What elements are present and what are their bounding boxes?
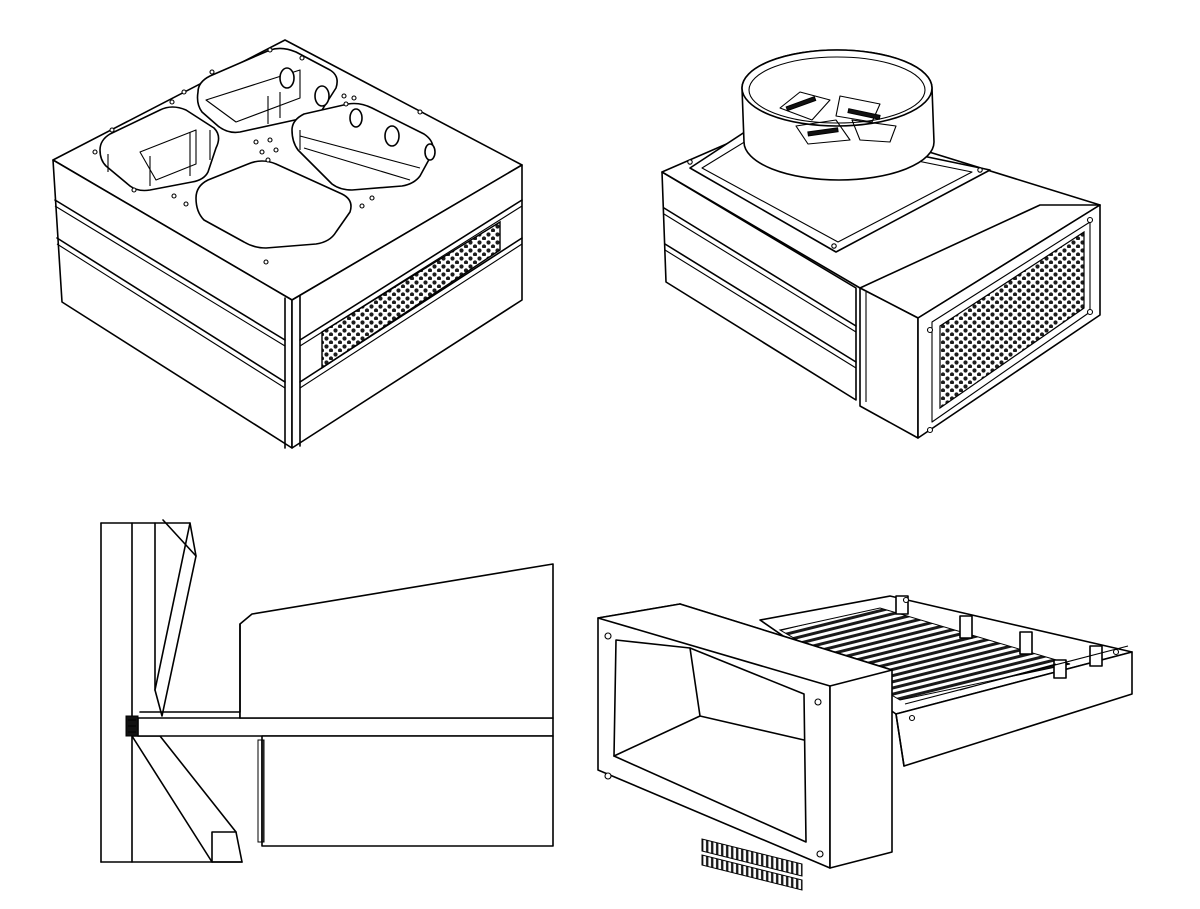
mounting-hole-icon	[604, 772, 612, 780]
view-bottom-left	[100, 519, 554, 863]
mounting-hole-icon	[902, 596, 910, 604]
port-hole	[349, 108, 363, 128]
layer-seam-upper	[54, 199, 523, 341]
chamber-inner-walls	[107, 130, 211, 186]
collar-inner-rim	[748, 56, 926, 124]
side-hex-grille-icon	[939, 230, 1085, 410]
view-top-left	[52, 39, 523, 449]
lower-panel	[261, 735, 554, 847]
frame-opening	[613, 639, 807, 843]
mounting-hole-icon	[604, 632, 612, 640]
housing-left-face	[661, 171, 857, 401]
mounting-hole-icon	[814, 698, 822, 706]
housing-layer-seams-b	[663, 213, 857, 369]
mounting-hole-icon	[831, 243, 837, 249]
collar-rim	[741, 49, 933, 127]
port-hole	[314, 85, 330, 107]
connector-strip-upper	[701, 838, 803, 877]
mounting-hole-icon	[92, 47, 423, 265]
upper-panel	[239, 563, 554, 719]
chamber-front	[195, 160, 352, 249]
housing-layer-seams	[663, 207, 857, 363]
chamber-right	[291, 102, 434, 191]
heat-fin-icon	[257, 739, 265, 843]
bracket-top-bevel	[162, 519, 197, 557]
port-hole	[424, 143, 436, 161]
mounting-hole-icon	[1112, 648, 1120, 656]
chamber-left	[99, 106, 220, 192]
back-inner-walls	[205, 69, 301, 124]
side-hex-grille-icon	[321, 220, 501, 370]
mounting-hole-icon	[1086, 308, 1094, 316]
tray-posts	[895, 595, 1103, 679]
angled-bracket-lower	[131, 735, 243, 863]
tray-corner	[895, 713, 905, 767]
mounting-hole-icon	[816, 850, 824, 858]
view-bottom-right	[597, 595, 1133, 891]
right-inner-walls	[299, 130, 421, 181]
frame-top-face	[597, 603, 893, 687]
angled-bracket-upper	[154, 522, 197, 717]
tray-inner-rail	[904, 645, 1129, 705]
mounting-hole-icon	[926, 326, 934, 334]
mounting-hole-icon	[926, 426, 934, 434]
layer-seam-lower-b	[56, 243, 523, 389]
divider-plate	[139, 129, 197, 181]
port-hole	[384, 125, 400, 147]
connector-strip-lower	[701, 854, 803, 891]
horizontal-rail	[137, 717, 554, 737]
view-top-right	[661, 49, 1101, 439]
port-hole	[279, 67, 295, 89]
mounting-hole-icon	[1086, 216, 1094, 224]
bracket-foot	[211, 831, 237, 863]
mounting-hole-icon	[977, 167, 983, 173]
opening-bevel	[613, 647, 805, 757]
mounting-hole-icon	[687, 159, 693, 165]
mounting-hole-icon	[908, 714, 916, 722]
rail-top-step	[139, 711, 241, 719]
slot-insert-lines	[128, 719, 136, 733]
fan-blade-icon	[779, 91, 897, 145]
